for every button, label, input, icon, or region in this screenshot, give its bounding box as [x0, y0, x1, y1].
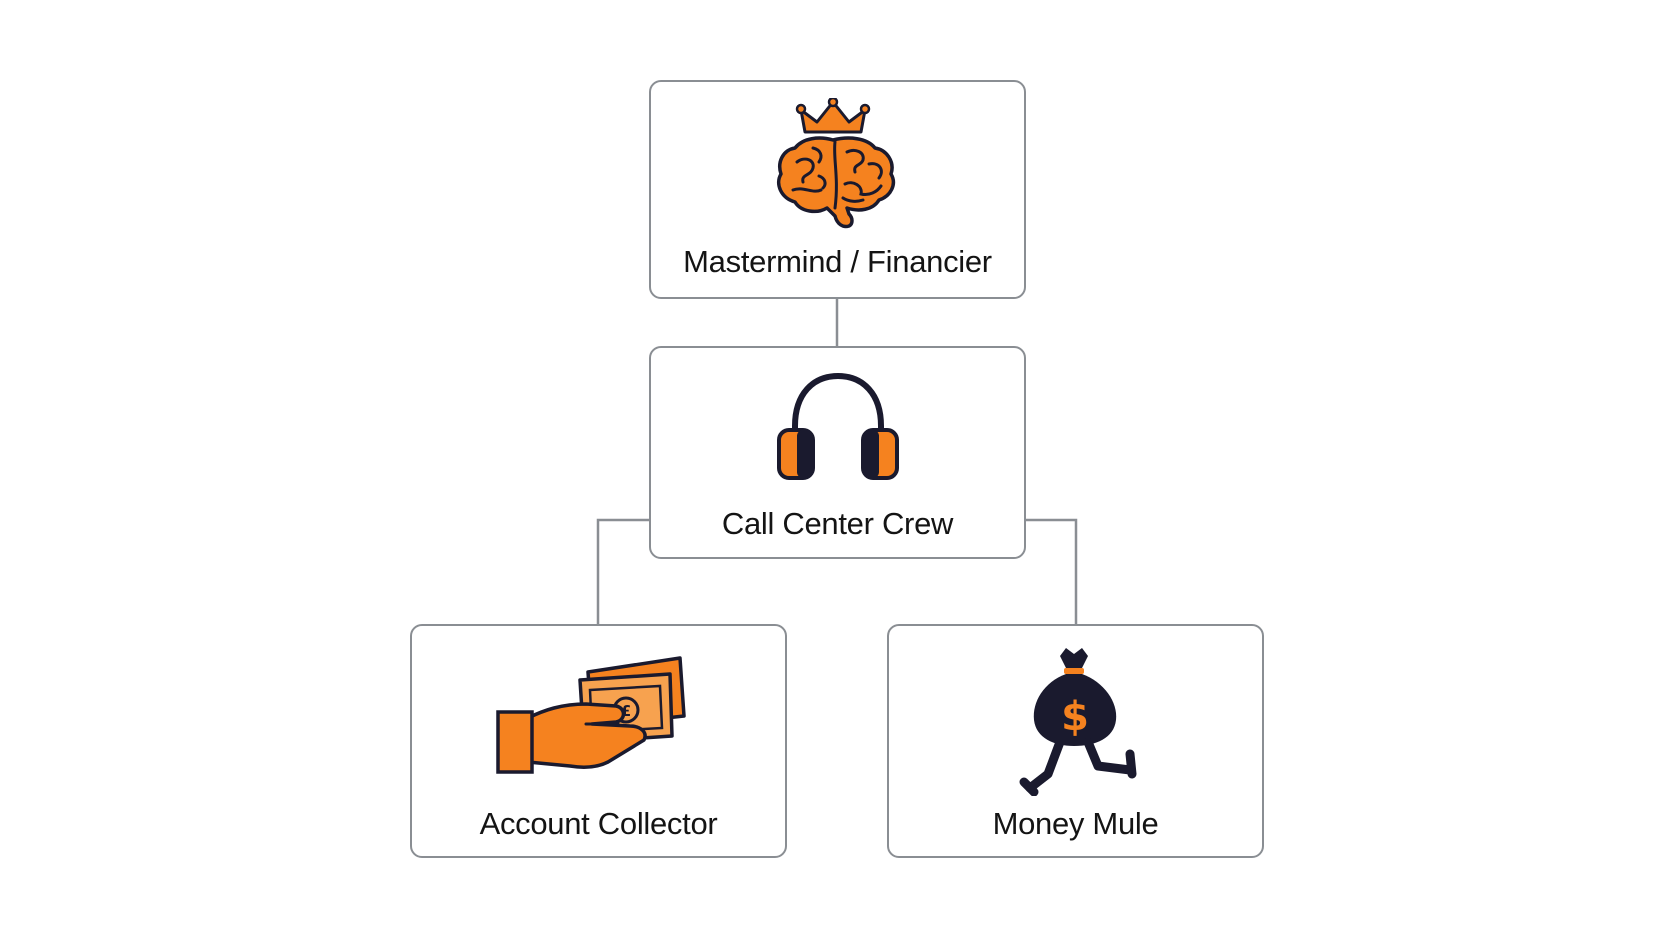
running-money-bag-icon: $: [1019, 648, 1137, 796]
svg-text:$: $: [1061, 694, 1089, 740]
node-mastermind-financier: Mastermind / Financier: [649, 80, 1026, 299]
headphones-icon: [777, 372, 899, 480]
edge-callcenter-collector: [596, 518, 649, 624]
hand-with-cash-icon: £: [496, 656, 686, 774]
edge-callcenter-mule: [1026, 518, 1078, 624]
node-money-mule: $ Money Mule: [887, 624, 1264, 858]
svg-text:£: £: [621, 702, 631, 720]
node-call-center-crew: Call Center Crew: [649, 346, 1026, 559]
node-label: Account Collector: [479, 806, 718, 841]
node-label: Mastermind / Financier: [683, 244, 992, 279]
crowned-brain-icon: [776, 98, 896, 229]
node-label: Call Center Crew: [721, 506, 954, 541]
node-account-collector: £ Account Collector: [410, 624, 787, 858]
node-label: Money Mule: [992, 806, 1159, 841]
